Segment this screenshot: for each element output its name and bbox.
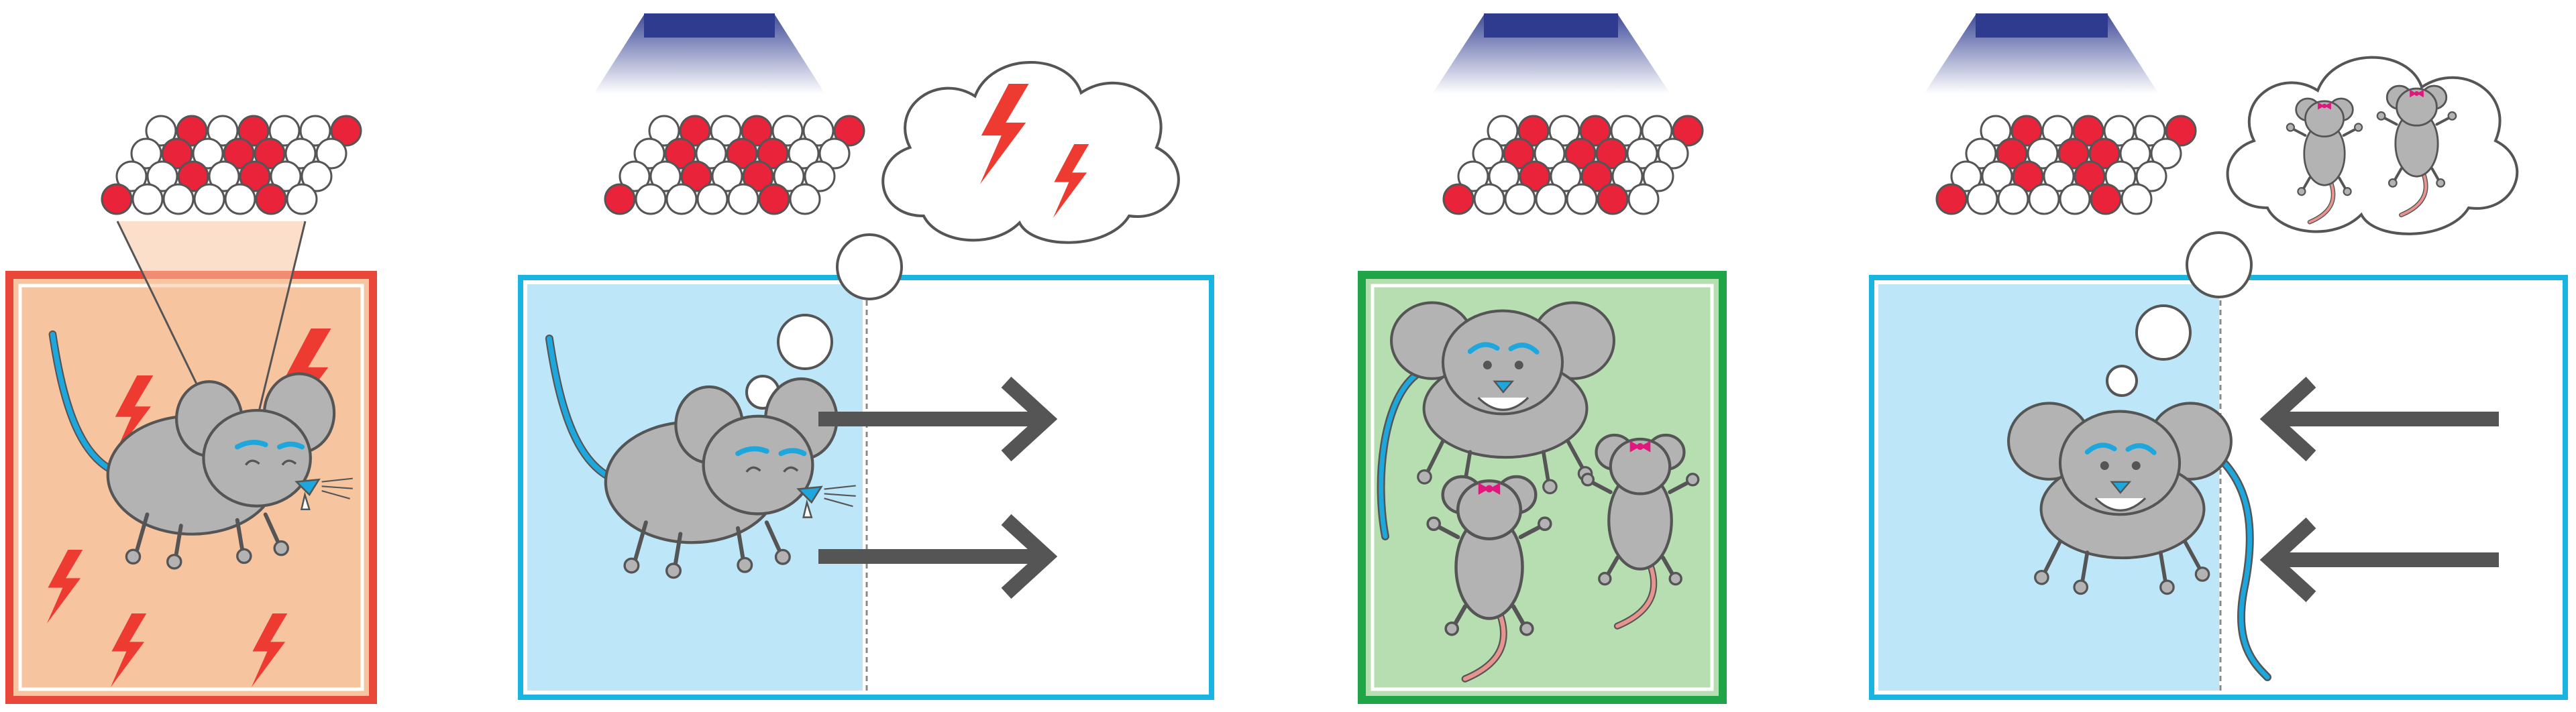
engram-grid-icon [1442,115,1704,215]
thought-bubble-icon [883,62,1179,243]
thought-dot [836,233,903,300]
panel-fear-conditioning [5,115,377,704]
engram-grid-icon [604,115,865,215]
engram-grid-icon [101,115,362,215]
thought-bubble-icon [2228,58,2518,234]
panel-fear-recall [518,13,1214,700]
engram-grid-icon [1935,115,2197,215]
panel-social-interaction [1358,13,1727,704]
projection-cone [117,221,305,469]
panel-social-recall [1869,13,2568,700]
thought-dot [2186,231,2253,298]
